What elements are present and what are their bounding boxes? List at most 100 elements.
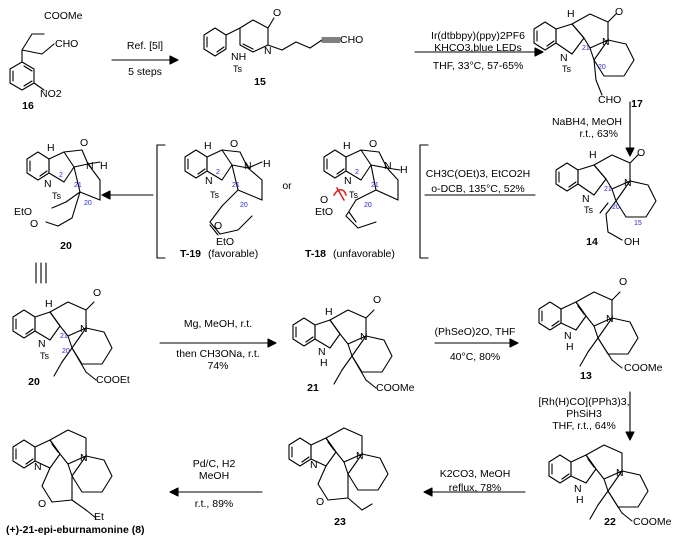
ts-t19-label: T-19 [180,248,202,260]
atom-21-17: 21 [582,45,590,52]
compound-17-label: 17 [631,98,643,110]
arrow-13-22 [625,391,635,441]
ts-label-20b: Ts [40,351,49,361]
atom-21-20b: 21 [60,333,68,340]
o-label-23: O [316,496,325,508]
ts-t18-note: (unfavorable) [333,248,395,260]
step7-conditions-top: [Rh(H)CO](PPh3)3, [538,396,630,408]
atom-21-t19: 21 [232,182,240,189]
compound-22-label: 22 [604,516,616,528]
h-label-t19b: H [263,158,271,170]
compound-21-label: 21 [307,382,319,394]
o-label-21: O [373,294,382,306]
atom-21-20t: 21 [74,182,82,189]
step4-conditions-top: CH3C(OEt)3, EtCO2H [425,168,531,180]
atom-20-20t: 20 [84,200,92,207]
n-label-t19a: N [205,175,213,187]
cho-label: CHO [55,38,79,50]
h-label-20b: H [45,298,53,310]
structure-15 [203,17,341,57]
step6-conditions-top: (PhSeO)2O, THF [434,326,516,338]
et-label-8: Et [94,511,104,523]
structure-17 [533,13,635,96]
step5-conditions-bottom: 74% [207,360,229,372]
n-label-20b-b: N [80,323,88,335]
compound-20-label-bottom: 20 [28,376,40,388]
nh-label-22-n: N [574,483,582,495]
n-label-t18a: N [344,175,352,187]
arrow-15-17 [414,47,544,57]
step8-conditions-top: K2CO3, MeOH [439,468,511,480]
step5-conditions-top: Mg, MeOH, r.t. [183,318,253,330]
n-label-21: N [360,331,368,343]
cho-label-17: CHO [598,94,622,106]
h-label-14: H [589,149,597,161]
eto-label-t19: EtO [216,236,235,248]
structure-14 [555,154,657,241]
n-label-13: N [606,313,614,325]
nh-label-15: NH [231,51,247,63]
ts-t19-note: (favorable) [208,248,259,260]
or-label: or [282,180,292,192]
structure-20-bottom [12,301,113,381]
ts-label-t19: Ts [210,190,219,200]
structure-16 [9,33,55,91]
step9-conditions-bottom: r.t., 89% [194,498,234,510]
atom-2-t18: 2 [355,169,359,176]
step9-conditions-mid: MeOH [198,470,230,482]
h-label-17: H [567,8,575,20]
n-label-22: N [616,467,624,479]
step1-conditions-bottom: 5 steps [128,66,162,78]
n-label-20t-a: N [44,178,52,190]
compound-8-label: (+)-21-epi-eburnamonine (8) [6,524,145,536]
structure-21 [292,309,393,389]
o-label-20t-b: O [30,218,39,230]
structure-20-top [26,149,101,227]
h-label-20t: H [47,142,55,154]
ts-label-15: Ts [233,64,242,74]
arrow-16-15 [111,55,179,65]
o-label-20t: O [80,137,89,149]
equivalence-mark [35,262,47,284]
structure-22 [548,444,649,522]
n-label-8b: N [80,452,88,464]
h-label-20t-b: H [100,160,108,172]
step6-conditions-bottom: 40°C, 80% [449,351,501,363]
compound-16-label: 16 [22,100,34,112]
compound-23-label: 23 [334,516,346,528]
n-label-15: N [264,45,272,57]
atom-15-14: 15 [634,220,642,227]
no2-label: NO2 [40,88,62,100]
h-label-21: H [325,306,333,318]
structure-8 [12,429,113,519]
structure-13 [538,291,639,369]
o-label-8: O [38,498,47,510]
step7-conditions-bottom: THF, r.t., 64% [552,420,616,432]
n-label-20t-b: N [86,160,94,172]
n-label-23a: N [310,459,318,471]
coome-label-13: COOMe [624,362,663,374]
atom-20-20b: 20 [62,348,70,355]
nh-label-22-h: H [576,494,584,506]
step3-conditions-bottom: r.t., 63% [579,128,618,140]
o-label-14: O [637,147,646,159]
arrow-21-13 [434,338,519,348]
ts-t18-label: T-18 [305,248,327,260]
step5-conditions-mid: then CH3ONa, r.t. [176,348,260,360]
structure-t18 [323,149,401,229]
atom-20-t19: 20 [240,202,248,209]
step4-conditions-bottom: o-DCB, 135°C, 52% [431,183,525,195]
n-label-8a: N [34,461,42,473]
arrow-23-8 [169,487,263,497]
o-label-t18b: O [320,194,329,206]
step2-conditions-mid: KHCO3,blue LEDs [434,42,522,54]
n-label-14a: N [582,193,590,205]
ts-label-17: Ts [562,64,571,74]
step1-conditions-top: Ref. [5l] [126,40,164,52]
atom-2-20t: 2 [59,172,63,179]
n-label-17a: N [560,52,568,64]
step3-conditions-top: NaBH4, MeOH [551,116,622,128]
atom-21-t18: 21 [371,182,379,189]
atom-20-14: 20 [612,204,620,211]
